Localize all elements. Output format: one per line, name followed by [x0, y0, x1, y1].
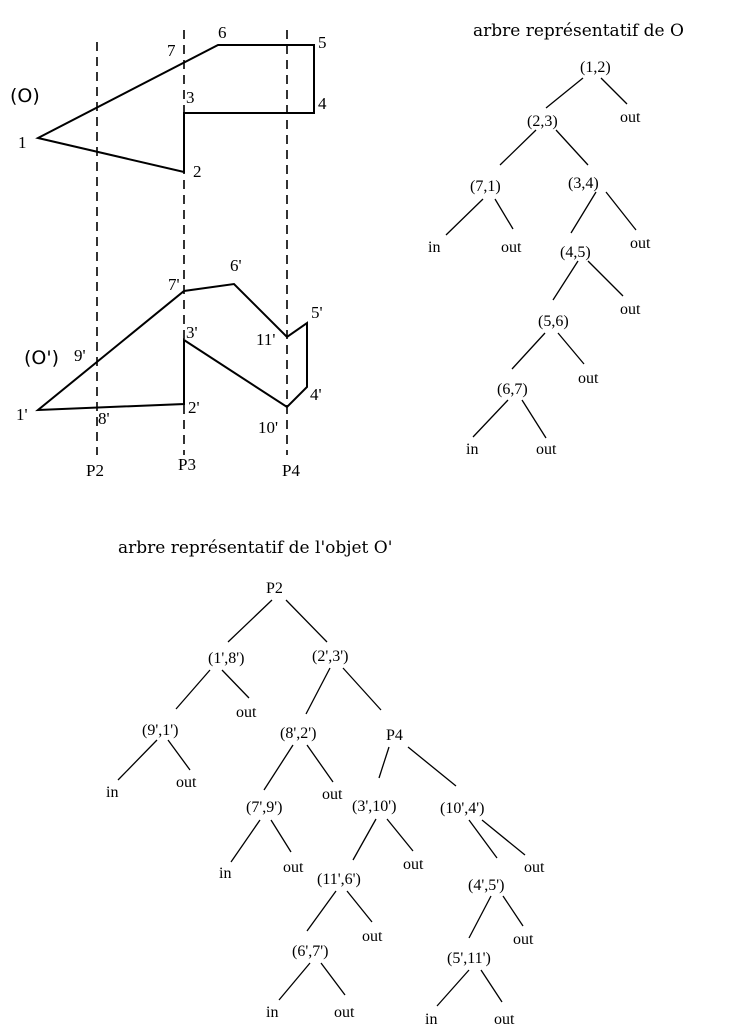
- tree-o-prime-node: out: [524, 859, 545, 876]
- tree-o-prime-node: (3',10'): [352, 798, 396, 815]
- tree-o-prime-node: (8',2'): [280, 725, 316, 742]
- tree-o-prime-node: (4',5'): [468, 877, 504, 894]
- tree-o-prime-node: in: [425, 1011, 437, 1028]
- tree-o-prime-node: (6',7'): [292, 943, 328, 960]
- vertex-label-6: 6: [218, 23, 227, 42]
- vertex-label-1: 1: [18, 133, 27, 152]
- tree-o-prime-node: out: [513, 931, 534, 948]
- object-o-label: (O): [10, 85, 40, 107]
- vertex-label-7p: 7': [168, 275, 180, 294]
- vertex-label-7: 7: [167, 41, 176, 60]
- vertex-label-5p: 5': [311, 303, 323, 322]
- tree-o-node: in: [466, 441, 478, 458]
- tree-o-prime-node: (7',9'): [246, 799, 282, 816]
- tree-o-prime-title: arbre représentatif de l'objet O': [118, 538, 392, 558]
- tree-o-node: in: [428, 239, 440, 256]
- object-o-prime-label: (O'): [24, 347, 59, 369]
- tree-o-node: (5,6): [538, 313, 569, 330]
- tree-o-node: out: [630, 235, 651, 252]
- vertex-label-5: 5: [318, 33, 327, 52]
- vertex-label-4p: 4': [310, 385, 322, 404]
- vertex-label-2: 2: [193, 162, 202, 181]
- vertex-label-3: 3: [186, 88, 195, 107]
- tree-o-prime-node: out: [283, 859, 304, 876]
- vertex-label-11p: 11': [256, 330, 275, 349]
- tree-o-prime-node: out: [322, 786, 343, 803]
- tree-o-edges: [445, 77, 637, 439]
- tree-o-prime-node: in: [106, 784, 118, 801]
- plane-p3-label: P3: [178, 455, 196, 474]
- vertex-label-9p: 9': [74, 346, 86, 365]
- tree-o-prime-node: out: [494, 1011, 515, 1028]
- tree-o-prime-edges: [117, 599, 526, 1007]
- tree-o-node: out: [501, 239, 522, 256]
- tree-o-prime-node: out: [236, 704, 257, 721]
- vertex-label-10p: 10': [258, 418, 278, 437]
- tree-o-node: (6,7): [497, 381, 528, 398]
- vertex-label-6p: 6': [230, 256, 242, 275]
- tree-o-prime-node: (10',4'): [440, 800, 484, 817]
- tree-o-prime-node: out: [403, 856, 424, 873]
- plane-p2-label: P2: [86, 461, 104, 480]
- tree-o-node: (7,1): [470, 178, 501, 195]
- tree-o-prime-node: (5',11'): [447, 950, 491, 967]
- tree-o-node: out: [536, 441, 557, 458]
- tree-o-prime-node: P2: [266, 580, 283, 597]
- tree-o-prime-node: (9',1'): [142, 722, 178, 739]
- tree-o-node: (1,2): [580, 59, 611, 76]
- vertex-label-4: 4: [318, 94, 327, 113]
- tree-o-prime-node: (2',3'): [312, 648, 348, 665]
- tree-o-node: out: [578, 370, 599, 387]
- vertex-label-8p: 8': [98, 409, 110, 428]
- tree-o-node: (2,3): [527, 113, 558, 130]
- tree-o-node: (3,4): [568, 175, 599, 192]
- tree-o-prime-nodes: P2 (1',8') (2',3') (9',1') out (8',2') P…: [106, 580, 545, 1028]
- tree-o-node: out: [620, 109, 641, 126]
- tree-o-prime-node: (1',8'): [208, 650, 244, 667]
- tree-o-title: arbre représentatif de O: [473, 21, 684, 41]
- tree-o-prime-node: (11',6'): [317, 871, 361, 888]
- tree-o-prime-node: in: [266, 1004, 278, 1021]
- vertex-label-3p: 3': [186, 323, 198, 342]
- tree-o-node: out: [620, 301, 641, 318]
- tree-o-node: (4,5): [560, 244, 591, 261]
- object-o-prime-polygon: [35, 282, 308, 412]
- tree-o-prime-node: out: [176, 774, 197, 791]
- tree-o-prime-node: in: [219, 865, 231, 882]
- tree-o-nodes: (1,2) (2,3) out (7,1) (3,4) in out (4,5)…: [428, 59, 651, 458]
- tree-o-prime-node: out: [362, 928, 383, 945]
- tree-o-prime-node: out: [334, 1004, 355, 1021]
- object-o-polygon: [35, 44, 315, 174]
- vertex-label-1p: 1': [16, 405, 28, 424]
- vertex-label-2p: 2': [188, 398, 200, 417]
- plane-p4-label: P4: [282, 461, 300, 480]
- tree-o-prime-node: P4: [386, 727, 403, 744]
